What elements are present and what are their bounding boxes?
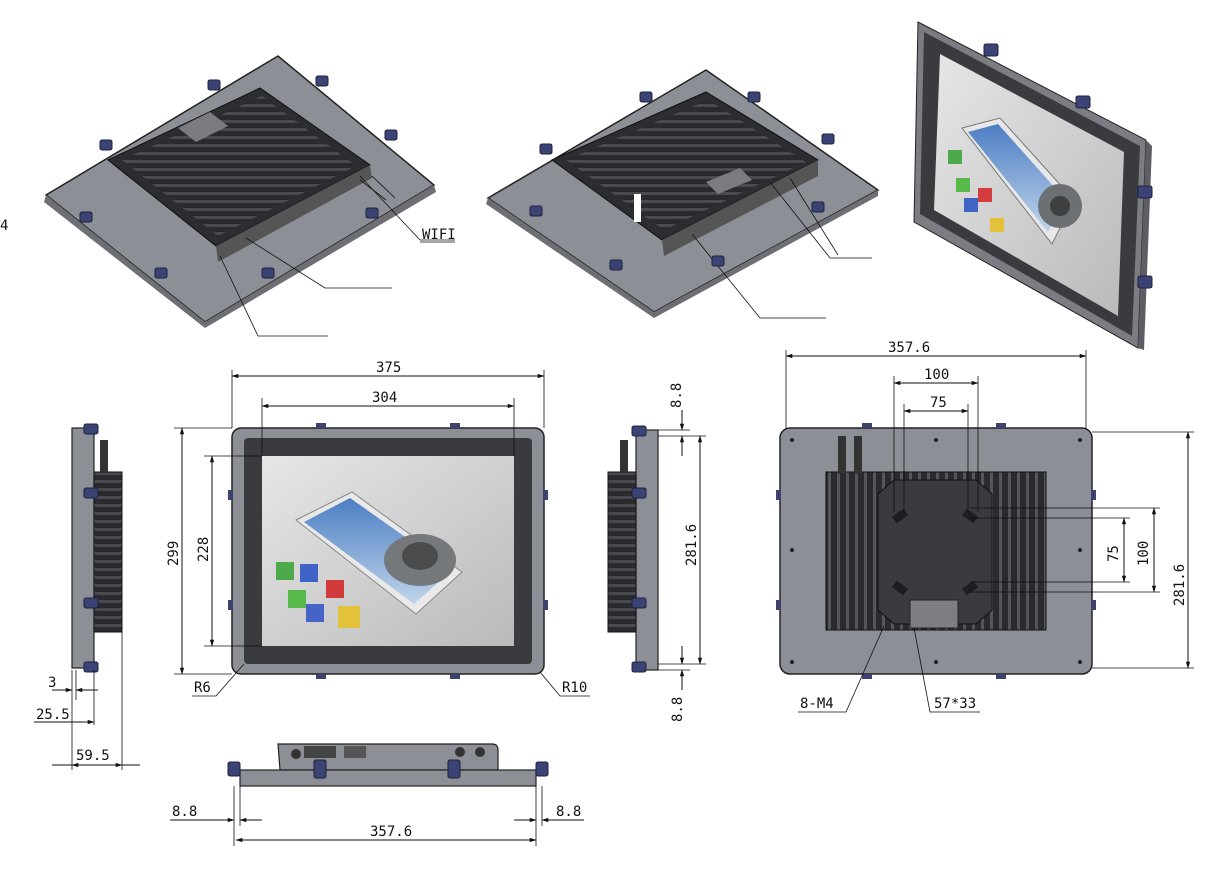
corner-large-label: R10 <box>562 680 587 696</box>
cutout-spec-label: 57*33 <box>934 696 976 712</box>
iso-front-view <box>913 21 1153 350</box>
depth-mid-label: 25.5 <box>36 707 70 723</box>
vesa-inner-height-label: 75 <box>1106 545 1122 562</box>
edge-mark-label: 4 <box>0 218 8 234</box>
left-side-view: 3 25.5 59.5 <box>34 423 140 770</box>
bottom-width-label: 357.6 <box>370 824 412 840</box>
wifi-label: WIFI <box>422 227 456 243</box>
front-view: 375 304 299 228 R6 R10 <box>166 360 590 697</box>
back-view: 357.6 100 75 75 100 281.6 8-M4 57*33 <box>776 340 1194 713</box>
back-width-label: 357.6 <box>888 340 930 356</box>
front-view-width-label: 304 <box>372 390 397 406</box>
bottom-view: 8.8 8.8 357.6 <box>170 743 584 846</box>
screw-spec-label: 8-M4 <box>800 696 834 712</box>
side-height-label: 281.6 <box>684 524 700 566</box>
vesa-outer-height-label: 100 <box>1136 541 1152 566</box>
front-width-label: 375 <box>376 360 401 376</box>
depth-total-label: 59.5 <box>76 748 110 764</box>
front-height-label: 299 <box>166 541 182 566</box>
back-height-label: 281.6 <box>1172 564 1188 606</box>
front-view-height-label: 228 <box>196 537 212 562</box>
vesa-outer-width-label: 100 <box>924 367 949 383</box>
right-side-view: 8.8 281.6 8.8 <box>607 383 706 722</box>
depth-front-label: 3 <box>48 675 56 691</box>
side-margin-top-label: 8.8 <box>669 383 685 408</box>
bottom-margin-right-label: 8.8 <box>556 804 581 820</box>
iso-rear-view-left <box>44 55 455 337</box>
side-margin-bottom-label: 8.8 <box>670 697 686 722</box>
corner-small-label: R6 <box>194 680 211 696</box>
iso-rear-view-right <box>486 69 880 319</box>
bottom-margin-left-label: 8.8 <box>172 804 197 820</box>
vesa-inner-width-label: 75 <box>930 395 947 411</box>
